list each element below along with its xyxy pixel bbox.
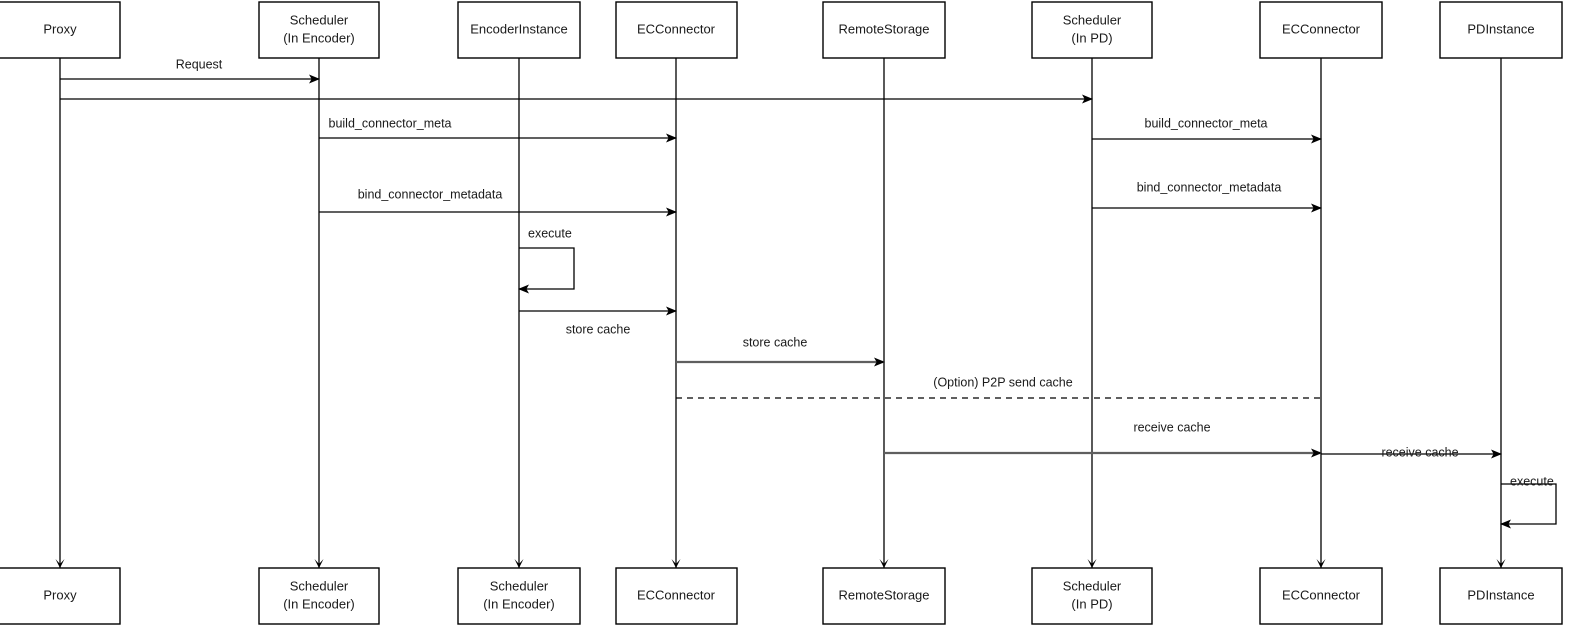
participant-top-rect-ec_connector_1: [615, 1, 738, 59]
message-m11[interactable]: receive cache: [1321, 445, 1502, 459]
message-m4[interactable]: build_connector_meta: [1092, 116, 1322, 144]
participant-top-proxy[interactable]: Proxy: [0, 1, 121, 59]
participant-bottom-ec_connector_1[interactable]: ECConnector: [615, 567, 738, 625]
participant-top-rect-ec_connector_2: [1259, 1, 1383, 59]
message-m6[interactable]: bind_connector_metadata: [1092, 180, 1322, 213]
lifeline-arrowhead-encoder_inst: [514, 559, 524, 568]
message-label-m1: Request: [176, 57, 223, 71]
participant-bottom-rect-remote_storage: [822, 567, 946, 625]
lifeline-arrowhead-proxy: [55, 559, 65, 568]
participant-bottom-sublabel-encoder_inst: (In Encoder): [483, 596, 555, 611]
participant-bottom-label-remote_storage: RemoteStorage: [838, 587, 929, 602]
participant-bottom-proxy[interactable]: Proxy: [0, 567, 121, 625]
participant-bottom-sched_encoder[interactable]: Scheduler (In Encoder): [258, 567, 380, 625]
lifeline-arrowhead-ec_connector_1: [671, 559, 681, 568]
participant-bottom-ec_connector_2[interactable]: ECConnector: [1259, 567, 1383, 625]
participant-bottom-label-encoder_inst: Scheduler: [490, 578, 549, 593]
message-label-m11: receive cache: [1381, 445, 1458, 459]
participant-top-ec_connector_2[interactable]: ECConnector: [1259, 1, 1383, 59]
participant-top-label-sched_pd: Scheduler: [1063, 12, 1122, 27]
participant-top-sched_encoder[interactable]: Scheduler (In Encoder): [258, 1, 380, 59]
participant-top-label-ec_connector_2: ECConnector: [1282, 21, 1361, 36]
participant-bottom-rect-sched_pd: [1031, 567, 1153, 625]
participant-top-label-pd_instance: PDInstance: [1467, 21, 1534, 36]
participant-top-label-encoder_inst: EncoderInstance: [470, 21, 568, 36]
bottom-participant-boxes: Proxy Scheduler (In Encoder) Scheduler (In E…: [0, 567, 1563, 625]
participant-bottom-label-ec_connector_1: ECConnector: [637, 587, 716, 602]
participant-top-encoder_inst[interactable]: EncoderInstance: [457, 1, 581, 59]
participant-top-rect-proxy: [0, 1, 121, 59]
participant-top-label-ec_connector_1: ECConnector: [637, 21, 716, 36]
participant-bottom-label-proxy: Proxy: [43, 587, 77, 602]
message-label-m3: build_connector_meta: [329, 116, 452, 130]
lifeline-arrowhead-remote_storage: [879, 559, 889, 568]
message-label-m8: store cache: [743, 335, 808, 349]
participant-top-remote_storage[interactable]: RemoteStorage: [822, 1, 946, 59]
participant-bottom-label-pd_instance: PDInstance: [1467, 587, 1534, 602]
participant-top-label-remote_storage: RemoteStorage: [838, 21, 929, 36]
participant-top-sched_pd[interactable]: Scheduler (In PD): [1031, 1, 1153, 59]
message-label-m4: build_connector_meta: [1145, 116, 1268, 130]
participant-top-label-sched_encoder: Scheduler: [290, 12, 349, 27]
messages-layer: Request build_connector_meta build_connect…: [60, 57, 1502, 459]
self-message-s2[interactable]: execute: [1500, 474, 1557, 529]
message-m10[interactable]: receive cache: [884, 420, 1322, 458]
participant-bottom-rect-sched_encoder: [258, 567, 380, 625]
participant-top-sublabel-sched_pd: (In PD): [1071, 30, 1112, 45]
message-m9[interactable]: (Option) P2P send cache: [676, 375, 1321, 399]
message-label-m5: bind_connector_metadata: [358, 187, 503, 201]
participant-bottom-rect-proxy: [0, 567, 121, 625]
participant-bottom-pd_instance[interactable]: PDInstance: [1439, 567, 1563, 625]
self-message-label-s1: execute: [528, 226, 572, 240]
self-message-path-s2: [1500, 483, 1557, 529]
participant-bottom-rect-encoder_inst: [457, 567, 581, 625]
participant-top-pd_instance[interactable]: PDInstance: [1439, 1, 1563, 59]
message-m3[interactable]: build_connector_meta: [319, 116, 677, 143]
participant-top-rect-pd_instance: [1439, 1, 1563, 59]
lifeline-arrowhead-sched_pd: [1087, 559, 1097, 568]
message-m1[interactable]: Request: [60, 57, 320, 84]
self-message-path-s1: [518, 247, 575, 294]
participant-bottom-rect-ec_connector_1: [615, 567, 738, 625]
participant-bottom-sublabel-sched_encoder: (In Encoder): [283, 596, 355, 611]
participant-bottom-label-sched_pd: Scheduler: [1063, 578, 1122, 593]
participant-bottom-rect-pd_instance: [1439, 567, 1563, 625]
lifeline-arrowhead-pd_instance: [1496, 559, 1506, 568]
self-messages-layer: execute execute: [518, 226, 1557, 529]
participant-top-rect-sched_pd: [1031, 1, 1153, 59]
participant-bottom-remote_storage[interactable]: RemoteStorage: [822, 567, 946, 625]
message-m7[interactable]: store cache: [519, 306, 677, 336]
message-label-m10: receive cache: [1133, 420, 1210, 434]
participant-top-sublabel-sched_encoder: (In Encoder): [283, 30, 355, 45]
participant-bottom-rect-ec_connector_2: [1259, 567, 1383, 625]
self-message-s1[interactable]: execute: [518, 226, 575, 294]
message-label-m9: (Option) P2P send cache: [933, 375, 1072, 389]
participant-bottom-encoder_inst[interactable]: Scheduler (In Encoder): [457, 567, 581, 625]
message-m5[interactable]: bind_connector_metadata: [319, 187, 677, 217]
top-participant-boxes: Proxy Scheduler (In Encoder) EncoderInstanc…: [0, 1, 1563, 59]
message-label-m7: store cache: [566, 322, 631, 336]
lifelines-layer: [55, 58, 1506, 568]
participant-top-ec_connector_1[interactable]: ECConnector: [615, 1, 738, 59]
participant-top-label-proxy: Proxy: [43, 21, 77, 36]
participant-top-rect-remote_storage: [822, 1, 946, 59]
lifeline-arrowhead-ec_connector_2: [1316, 559, 1326, 568]
self-message-label-s2: execute: [1510, 474, 1554, 488]
participant-top-rect-sched_encoder: [258, 1, 380, 59]
message-label-m6: bind_connector_metadata: [1137, 180, 1282, 194]
participant-top-rect-encoder_inst: [457, 1, 581, 59]
lifeline-arrowhead-sched_encoder: [314, 559, 324, 568]
message-m8[interactable]: store cache: [676, 335, 885, 367]
participant-bottom-label-ec_connector_2: ECConnector: [1282, 587, 1361, 602]
participant-bottom-sublabel-sched_pd: (In PD): [1071, 596, 1112, 611]
participant-bottom-sched_pd[interactable]: Scheduler (In PD): [1031, 567, 1153, 625]
participant-bottom-label-sched_encoder: Scheduler: [290, 578, 349, 593]
